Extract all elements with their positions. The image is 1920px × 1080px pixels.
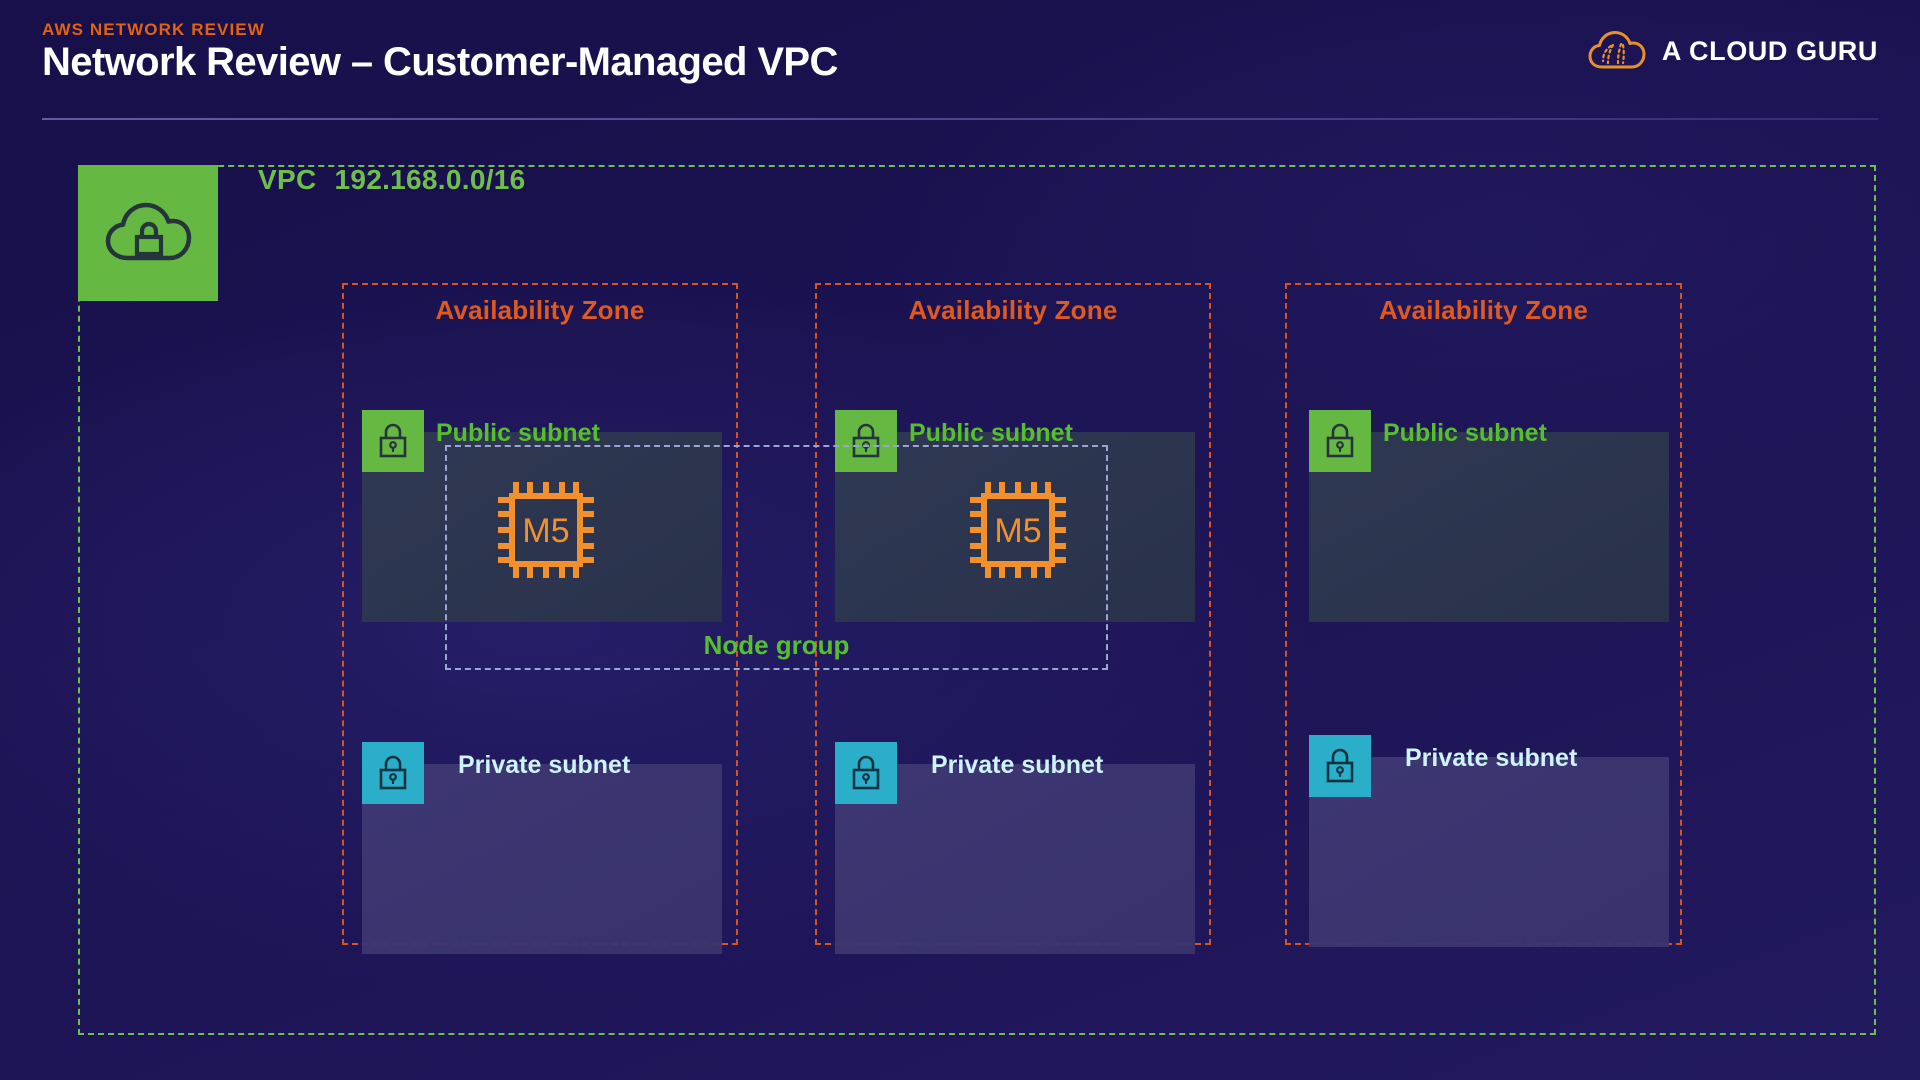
header-divider	[42, 118, 1878, 120]
public-subnet-label: Public subnet	[909, 419, 1073, 447]
lock-icon	[1309, 410, 1371, 472]
vpc-boundary	[78, 165, 1876, 1035]
vpc-label-text: VPC	[258, 164, 317, 195]
lock-icon	[1309, 735, 1371, 797]
availability-zone-title: Availability Zone	[908, 295, 1118, 325]
availability-zone-title: Availability Zone	[435, 295, 645, 325]
svg-text:M5: M5	[522, 512, 569, 550]
private-subnet-label: Private subnet	[1405, 744, 1578, 772]
svg-text:M5: M5	[994, 512, 1041, 550]
cloud-outline-icon	[1588, 30, 1646, 72]
vpc-cidr: 192.168.0.0/16	[334, 164, 526, 195]
page-title: Network Review – Customer-Managed VPC	[42, 40, 838, 84]
lock-icon	[835, 410, 897, 472]
public-subnet-label: Public subnet	[1383, 419, 1547, 447]
vpc-cloud-lock-icon	[78, 165, 218, 301]
chip-icon[interactable]: M5	[962, 474, 1074, 586]
availability-zone-3[interactable]: Availability Zone Public subnet	[1285, 283, 1682, 947]
brand-name: A CLOUD GURU	[1661, 35, 1878, 66]
vpc-label: VPC 192.168.0.0/16	[258, 164, 526, 196]
lock-icon	[362, 410, 424, 472]
chip-icon[interactable]: M5	[490, 474, 602, 586]
availability-zone-2[interactable]: Availability Zone Public subnet	[815, 283, 1211, 954]
private-subnet-label: Private subnet	[458, 751, 631, 779]
lock-icon	[835, 742, 897, 804]
brand-logo-group: A CLOUD GURU	[1588, 30, 1878, 72]
private-subnet-label: Private subnet	[931, 751, 1104, 779]
availability-zone-1[interactable]: Availability Zone Public subnet	[342, 283, 738, 954]
public-subnet-label: Public subnet	[436, 419, 600, 447]
node-group-label: Node group	[703, 630, 850, 660]
lock-icon	[362, 742, 424, 804]
availability-zone-title: Availability Zone	[1378, 295, 1589, 325]
slide-eyebrow: AWS NETWORK REVIEW	[42, 20, 265, 39]
